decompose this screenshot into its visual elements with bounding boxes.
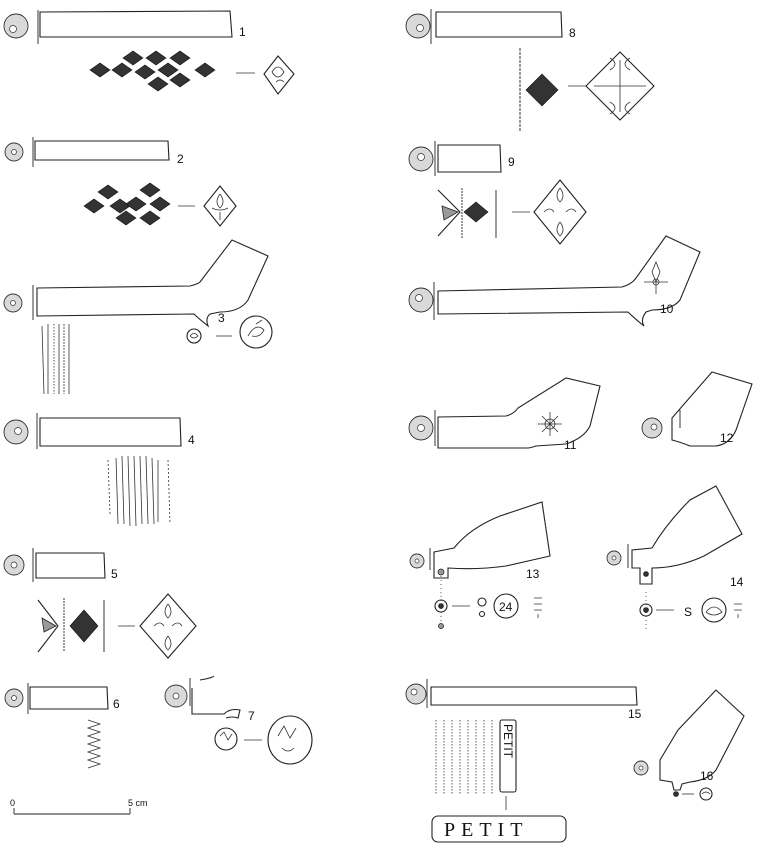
lozenge-detail [585,51,655,121]
specimen-8: 8 [405,9,655,132]
heel-mark [214,727,238,751]
specimen-4: 4 [3,413,195,527]
specimen-16: 16 [633,689,745,801]
specimen-9: 9 [408,141,587,245]
heel-mark-enlarged [493,593,519,619]
specimen-label-6: 6 [113,697,120,711]
maker-stamp [431,815,567,843]
specimen-label-8: 8 [569,26,576,40]
heel-mark-enlarged [239,315,273,349]
side-mark [477,597,487,607]
specimen-label-11: 11 [564,438,577,452]
maker-name: PETIT [444,819,528,841]
heel-mark-enlarged [699,787,713,801]
specimen-label-4: 4 [188,433,195,447]
specimen-label-7: 7 [248,709,255,723]
heel-mark-enlarged [701,597,727,623]
heel-mark [639,603,653,617]
specimen-2: 2 [4,137,237,227]
lozenge-detail [139,593,197,659]
specimen-label-13: 13 [526,567,540,581]
scale-start-label: 0 [10,798,15,808]
bowl-profile [437,189,461,237]
stripe-decoration [435,720,493,794]
specimen-label-15: 15 [628,707,642,721]
lozenge-detail [533,179,587,245]
specimen-7: 7 [164,675,313,765]
maker-stamp-vertical [499,719,517,793]
specimen-label-12: 12 [720,431,734,445]
heel-mark [186,328,202,344]
specimen-12: 12 [641,371,753,447]
star-decoration [644,260,668,294]
scale-bar: 0 5 cm [10,798,148,815]
zigzag-decoration [86,719,102,769]
specimen-label-16: 16 [700,769,714,783]
specimen-1: 1 [3,10,295,95]
specimen-label-9: 9 [508,155,515,169]
stripe-decoration [107,455,171,527]
specimen-3: 3 [3,239,273,395]
specimen-label-14: 14 [730,575,744,589]
specimen-15: 15 PETIT PETIT [405,679,642,843]
grapes-mark [534,597,542,618]
specimen-5: 5 [3,548,197,659]
specimen-13: 24 13 [409,501,551,630]
lozenge-detail [203,185,237,227]
specimen-label-1: 1 [239,25,246,39]
bowl-profile [37,599,59,653]
grapes-mark [734,603,742,618]
mark-14-letter: S [684,605,692,619]
heel-mark-enlarged [267,715,313,765]
specimen-label-2: 2 [177,152,184,166]
stripe-decoration [41,324,70,395]
specimen-label-10: 10 [660,302,674,316]
specimen-11: 11 [408,377,601,452]
heel-mark [434,599,448,613]
specimen-10: 10 [408,235,701,327]
specimen-14: S 14 [606,485,744,632]
scale-end-label: 5 cm [128,798,148,808]
lozenge-detail [263,55,295,95]
mark-13-text: 24 [499,600,513,614]
lozenge-decoration [83,182,171,226]
lozenge-decoration [89,50,216,92]
specimen-label-5: 5 [111,567,118,581]
specimen-label-3: 3 [218,311,225,325]
maker-name-vertical: PETIT [501,724,515,759]
specimen-6: 6 [4,683,120,769]
